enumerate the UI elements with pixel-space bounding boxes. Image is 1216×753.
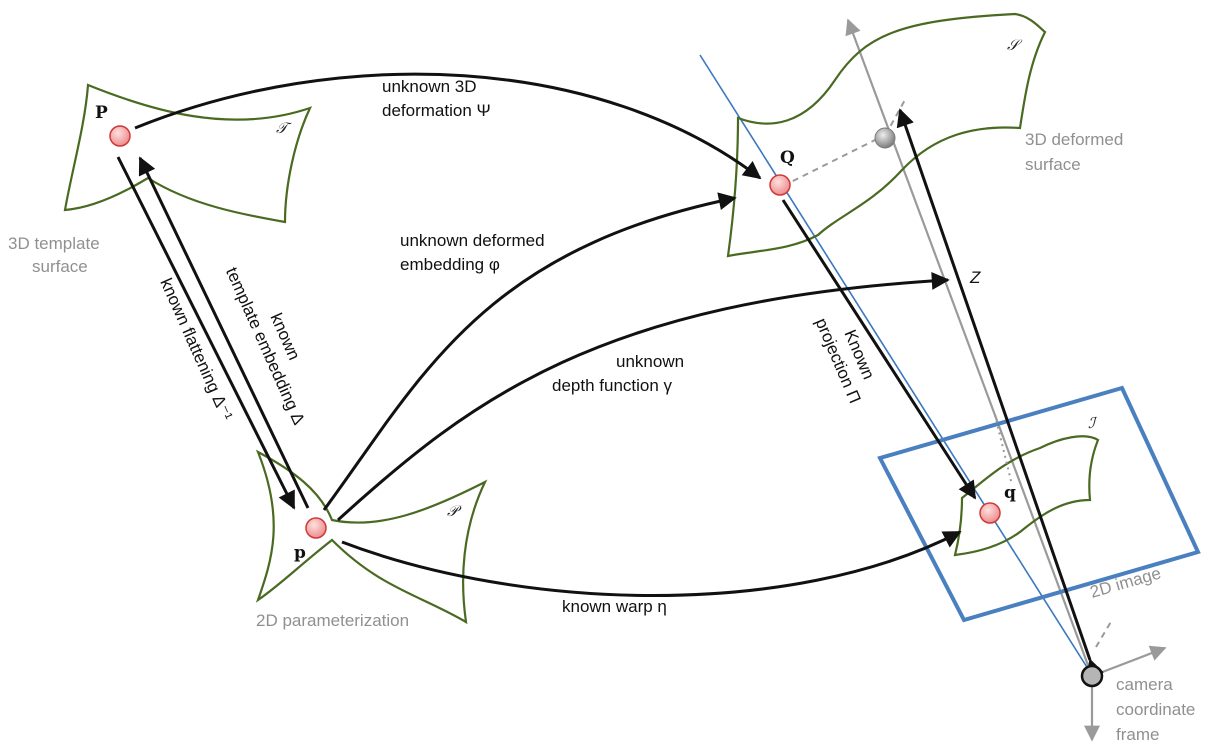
- point-P: [109, 125, 131, 147]
- point-p: [305, 517, 327, 539]
- template-embedding-arrow: [138, 156, 310, 509]
- q-to-depth-dashed: [782, 134, 886, 187]
- parameterization-caption: 2D parameterization: [256, 611, 409, 630]
- depth-tick-dashed: [879, 97, 907, 146]
- template-embedding-label: known template embedding Δ: [222, 256, 329, 428]
- parameterization-surface-P: [255, 449, 488, 625]
- camera-tick-dashed: [1095, 619, 1113, 648]
- symbol-P: 𝒫: [447, 502, 462, 520]
- depth-point-grey: [874, 127, 896, 149]
- template-surface-T: [63, 83, 313, 224]
- camera-center-icon: [1080, 664, 1104, 688]
- deformation-label: unknown 3D deformation Ψ: [382, 77, 491, 120]
- depth-function-label: unknown depth function γ: [552, 352, 689, 395]
- label-p: p: [294, 543, 306, 563]
- depth-axis-label: Z: [969, 268, 981, 287]
- projection-label: Known projection Π: [812, 307, 885, 407]
- deformed-surface-caption: 3D deformed surface: [1025, 130, 1128, 174]
- flattening-label: known flattening Δ⁻¹: [156, 275, 236, 423]
- camera-frame-caption: camera coordinate frame: [1116, 675, 1200, 744]
- image-warped-surface: [953, 435, 1100, 557]
- embedding-label: unknown deformed embedding φ: [400, 231, 549, 274]
- label-q: q: [1004, 483, 1016, 503]
- depth-axis-arrow: [896, 108, 1104, 679]
- embedding-arrow: [322, 192, 737, 511]
- deformation-arrow: [134, 72, 762, 180]
- point-Q: [769, 174, 791, 196]
- point-q: [979, 502, 1001, 524]
- template-surface-caption: 3D template surface: [8, 234, 104, 276]
- flattening-arrow: [116, 156, 296, 510]
- image-caption: 2D image: [1088, 564, 1163, 602]
- label-Q: Q: [780, 148, 795, 168]
- depth-function-arrow: [336, 271, 950, 522]
- symbol-T: 𝒯: [276, 119, 292, 137]
- warp-label: known warp η: [562, 597, 667, 616]
- camera-x-axis: [1091, 645, 1167, 678]
- symbol-I: ℐ: [1088, 414, 1098, 432]
- symbol-S: 𝒮: [1007, 36, 1023, 54]
- warp-arrow: [341, 530, 962, 597]
- label-P: P: [95, 103, 108, 123]
